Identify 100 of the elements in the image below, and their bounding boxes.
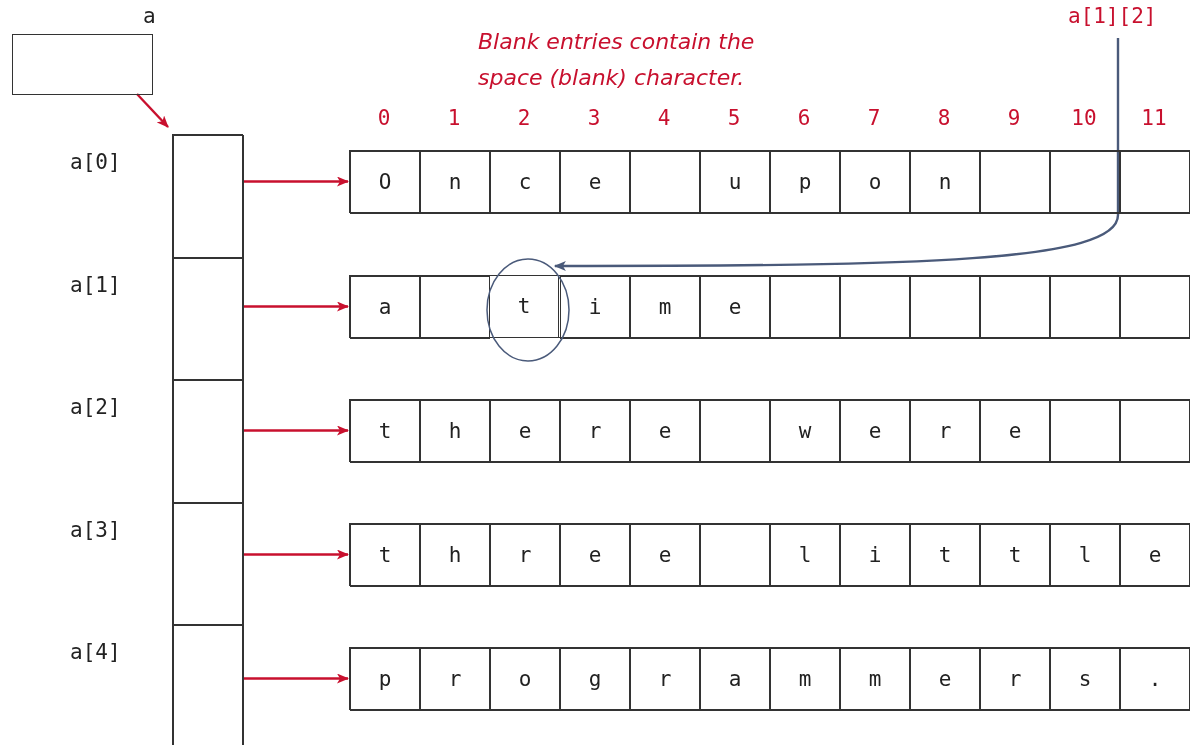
character: t	[378, 545, 392, 566]
char-cell	[490, 648, 560, 711]
character: o	[868, 172, 882, 193]
char-cell	[1050, 276, 1120, 339]
char-cell	[980, 648, 1050, 711]
char-cell	[910, 524, 980, 587]
char-cell	[420, 151, 490, 214]
char-array	[349, 647, 1190, 710]
char-cell	[560, 276, 630, 339]
char-cell	[840, 524, 910, 587]
character: o	[518, 669, 532, 690]
character: l	[1078, 545, 1092, 566]
char-cell	[1120, 276, 1190, 339]
char-array	[349, 523, 1190, 586]
character: t	[938, 545, 952, 566]
index-expression: a[1][2]	[1068, 6, 1157, 27]
char-cell	[420, 400, 490, 463]
character: w	[798, 421, 812, 442]
character: a	[728, 669, 742, 690]
index-number: 2	[517, 108, 531, 129]
character: i	[868, 545, 882, 566]
character: l	[798, 545, 812, 566]
character: r	[658, 669, 672, 690]
character: m	[798, 669, 812, 690]
character: e	[588, 172, 602, 193]
character: e	[1148, 545, 1162, 566]
pointer-cell	[173, 135, 244, 258]
char-cell	[630, 276, 700, 339]
character: t	[1008, 545, 1022, 566]
index-number: 6	[797, 108, 811, 129]
character: p	[798, 172, 812, 193]
index-number: 11	[1141, 108, 1167, 129]
char-cell	[560, 400, 630, 463]
char-cell	[840, 648, 910, 711]
char-cell	[840, 400, 910, 463]
char-cell	[700, 648, 770, 711]
index-number: 0	[377, 108, 391, 129]
char-array	[349, 399, 1190, 462]
annotation-note: Blank entries contain the space (blank) character.	[478, 28, 756, 92]
character: O	[378, 172, 392, 193]
char-cell	[490, 524, 560, 587]
char-cell	[910, 151, 980, 214]
char-cell	[700, 524, 770, 587]
variable-name: a[1]	[70, 274, 121, 296]
character: n	[448, 172, 462, 193]
char-cell	[630, 524, 700, 587]
index-number: 5	[727, 108, 741, 129]
char-cell	[910, 276, 980, 339]
char-cell	[980, 276, 1050, 339]
char-cell	[560, 151, 630, 214]
character: e	[588, 545, 602, 566]
char-cell	[1120, 151, 1190, 214]
char-cell	[630, 400, 700, 463]
variable-name: a[0]	[70, 152, 121, 173]
character: r	[518, 545, 532, 566]
char-cell	[1120, 400, 1190, 463]
char-cell	[490, 400, 560, 463]
index-number: 9	[1007, 108, 1021, 129]
char-cell	[1050, 648, 1120, 711]
index-number: 3	[587, 108, 601, 129]
char-cell	[350, 648, 420, 711]
char-cell	[770, 648, 840, 711]
char-cell	[910, 400, 980, 463]
character: e	[868, 421, 882, 442]
char-cell	[770, 400, 840, 463]
char-cell	[1120, 524, 1190, 587]
index-number: 8	[937, 108, 951, 129]
character: s	[1078, 669, 1092, 690]
character: e	[658, 421, 672, 442]
char-array	[349, 275, 1190, 338]
char-cell	[560, 648, 630, 711]
character: p	[378, 669, 392, 690]
character: c	[518, 172, 532, 193]
character: n	[938, 172, 952, 193]
pointer-cell	[173, 625, 244, 745]
arrow	[553, 38, 1120, 271]
character: t	[517, 296, 531, 317]
arrow	[243, 549, 349, 560]
char-cell	[1050, 400, 1120, 463]
char-cell	[350, 524, 420, 587]
arrow	[243, 425, 349, 436]
char-cell	[350, 276, 420, 339]
character: e	[658, 545, 672, 566]
variable-name: a	[143, 6, 156, 27]
character: r	[448, 669, 462, 690]
character: t	[378, 421, 392, 442]
char-cell	[560, 524, 630, 587]
char-cell	[490, 151, 560, 214]
pointer-cell	[173, 502, 244, 626]
character: r	[1008, 669, 1022, 690]
char-cell	[1050, 524, 1120, 587]
char-cell	[350, 400, 420, 463]
character: e	[1008, 421, 1022, 442]
char-cell	[770, 276, 840, 339]
character: r	[938, 421, 952, 442]
char-cell	[1050, 151, 1120, 214]
variable-box	[12, 34, 153, 95]
highlight-ellipse	[486, 258, 570, 362]
variable-name: a[3]	[70, 519, 121, 541]
char-cell	[910, 648, 980, 711]
